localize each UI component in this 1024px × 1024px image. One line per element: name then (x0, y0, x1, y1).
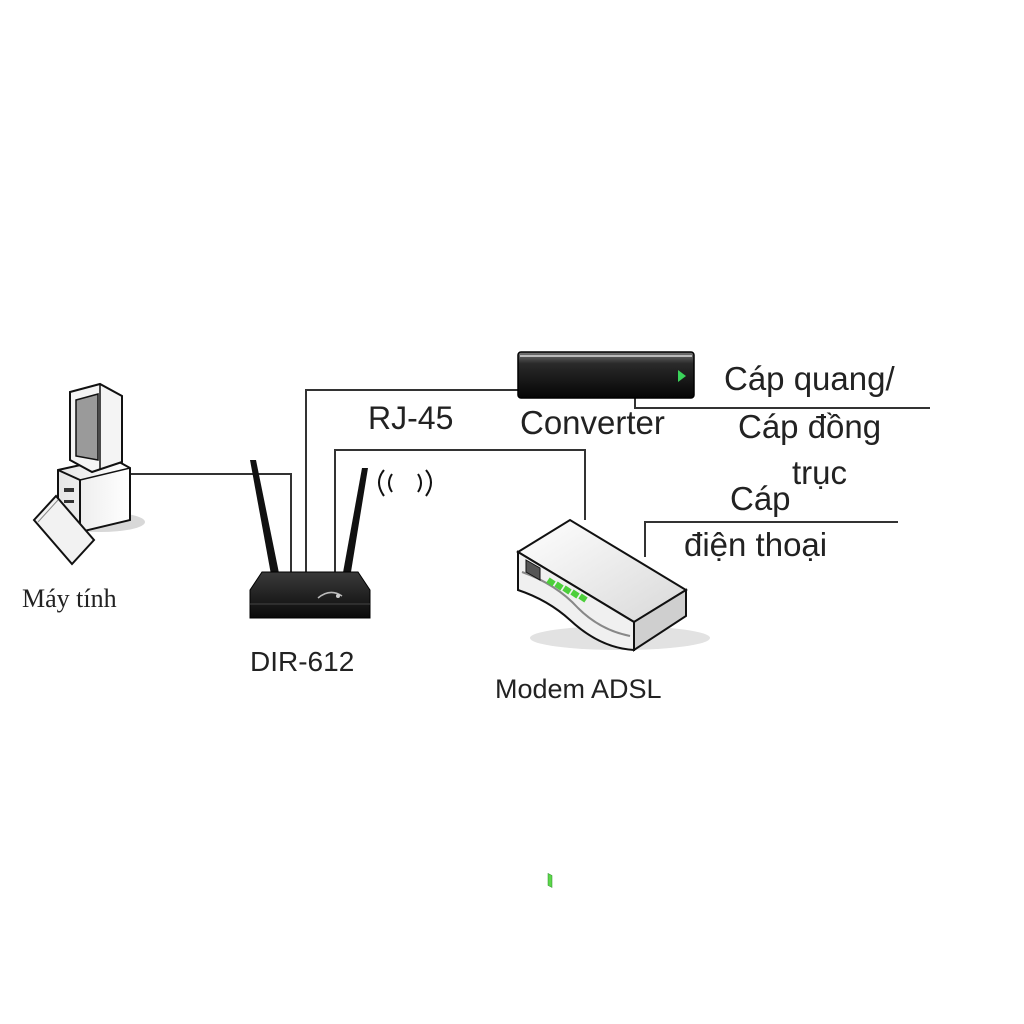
computer-icon (32, 382, 145, 566)
fiber-label-line3: trục (792, 454, 848, 491)
modem-label: Modem ADSL (495, 674, 662, 704)
computer-label: Máy tính (22, 584, 117, 613)
router-icon (249, 460, 371, 619)
fiber-label-line1: Cáp quang/ (724, 360, 895, 397)
fiber-label-line2: Cáp đồng (738, 408, 882, 445)
rj45-label: RJ-45 (368, 400, 454, 436)
converter-icon (517, 351, 695, 399)
cable-router-converter (305, 389, 520, 590)
cable-router-modem (334, 449, 586, 590)
router-label: DIR-612 (250, 646, 355, 677)
wifi-signal-icon (378, 469, 432, 497)
phone-label-line1: Cáp (730, 480, 791, 517)
cable-pc-router (100, 473, 292, 590)
antenna-left (250, 460, 280, 580)
modem-icon (516, 518, 710, 888)
converter-label: Converter (520, 404, 665, 441)
phone-label-line2: điện thoại (684, 526, 828, 563)
cable-modem-phone (644, 521, 898, 557)
antenna-right (342, 468, 368, 578)
